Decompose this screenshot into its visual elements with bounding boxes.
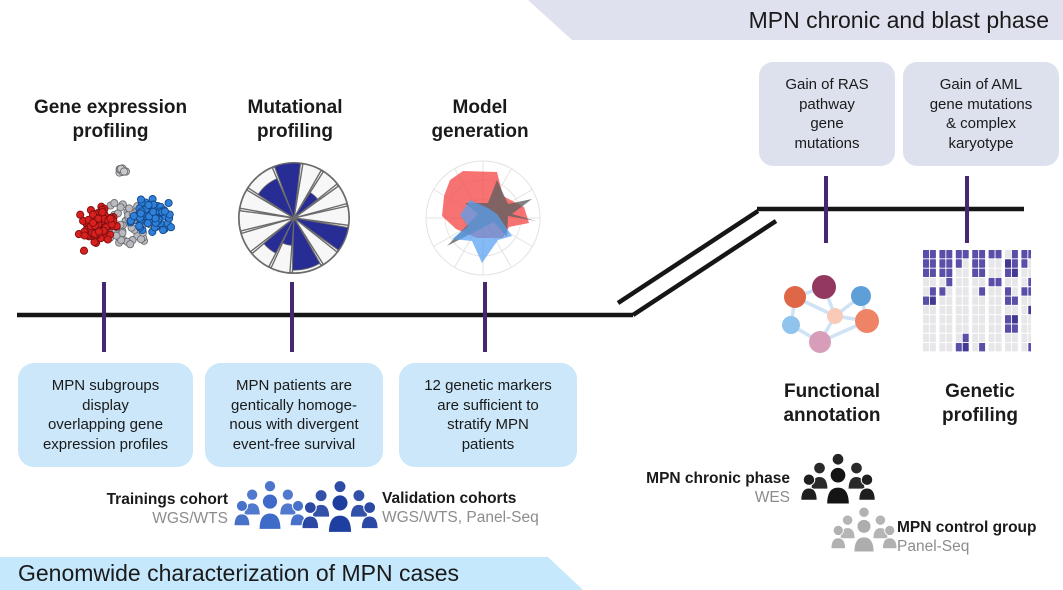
- control-group-label: MPN control group Panel-Seq: [897, 518, 1063, 557]
- finding-box-subgroups: MPN subgroups display overlapping gene e…: [18, 363, 193, 467]
- bottom-characterization-banner: Genomwide characterization of MPN cases: [0, 557, 583, 590]
- step-title-model: Model generation: [431, 97, 529, 142]
- validation-cohort-methods: WGS/WTS, Panel-Seq: [382, 509, 539, 527]
- gene-expression-scatter-plot: [74, 164, 176, 255]
- control-group-name: MPN control group: [897, 519, 1037, 536]
- chronic-phase-icon: [800, 452, 876, 505]
- finding-box-homogeneity: MPN patients are gentically homoge- nous…: [205, 363, 383, 467]
- chronic-phase-name: MPN chronic phase: [646, 470, 790, 487]
- step-title-gene-expression: Gene expression profiling: [33, 97, 188, 142]
- training-cohort-name: Trainings cohort: [106, 491, 228, 508]
- analysis-title-functional: Functional annotation: [783, 381, 881, 426]
- validation-cohort-name: Validation cohorts: [382, 490, 517, 507]
- event-box-aml: Gain of AML gene mutations & complex kar…: [903, 62, 1059, 166]
- training-cohort-icon: [233, 479, 307, 531]
- analysis-title-genetic: Genetic profiling: [942, 381, 1018, 426]
- finding-box-markers: 12 genetic markers are sufficient to str…: [399, 363, 577, 467]
- chronic-phase-methods: WES: [754, 489, 790, 507]
- bottom-characterization-banner-label: Genomwide characterization of MPN cases: [18, 560, 460, 586]
- training-cohort-label: Trainings cohort WGS/WTS: [60, 490, 228, 529]
- top-phase-banner: MPN chronic and blast phase: [528, 0, 1063, 40]
- validation-cohort-icon: [301, 480, 379, 534]
- step-title-mutational: Mutational profiling: [247, 97, 343, 142]
- genetic-profiling-oncoprint: [923, 250, 1031, 352]
- chronic-phase-label: MPN chronic phase WES: [620, 469, 790, 508]
- mutational-circle-plot: [238, 162, 350, 274]
- validation-cohort-label: Validation cohorts WGS/WTS, Panel-Seq: [382, 489, 582, 528]
- top-phase-banner-label: MPN chronic and blast phase: [748, 7, 1049, 33]
- model-radar-plot: [425, 160, 541, 276]
- control-group-icon: [830, 506, 898, 553]
- control-group-methods: Panel-Seq: [897, 538, 970, 556]
- event-box-ras: Gain of RAS pathway gene mutations: [759, 62, 895, 166]
- functional-annotation-network: [782, 275, 879, 353]
- training-cohort-methods: WGS/WTS: [152, 510, 228, 528]
